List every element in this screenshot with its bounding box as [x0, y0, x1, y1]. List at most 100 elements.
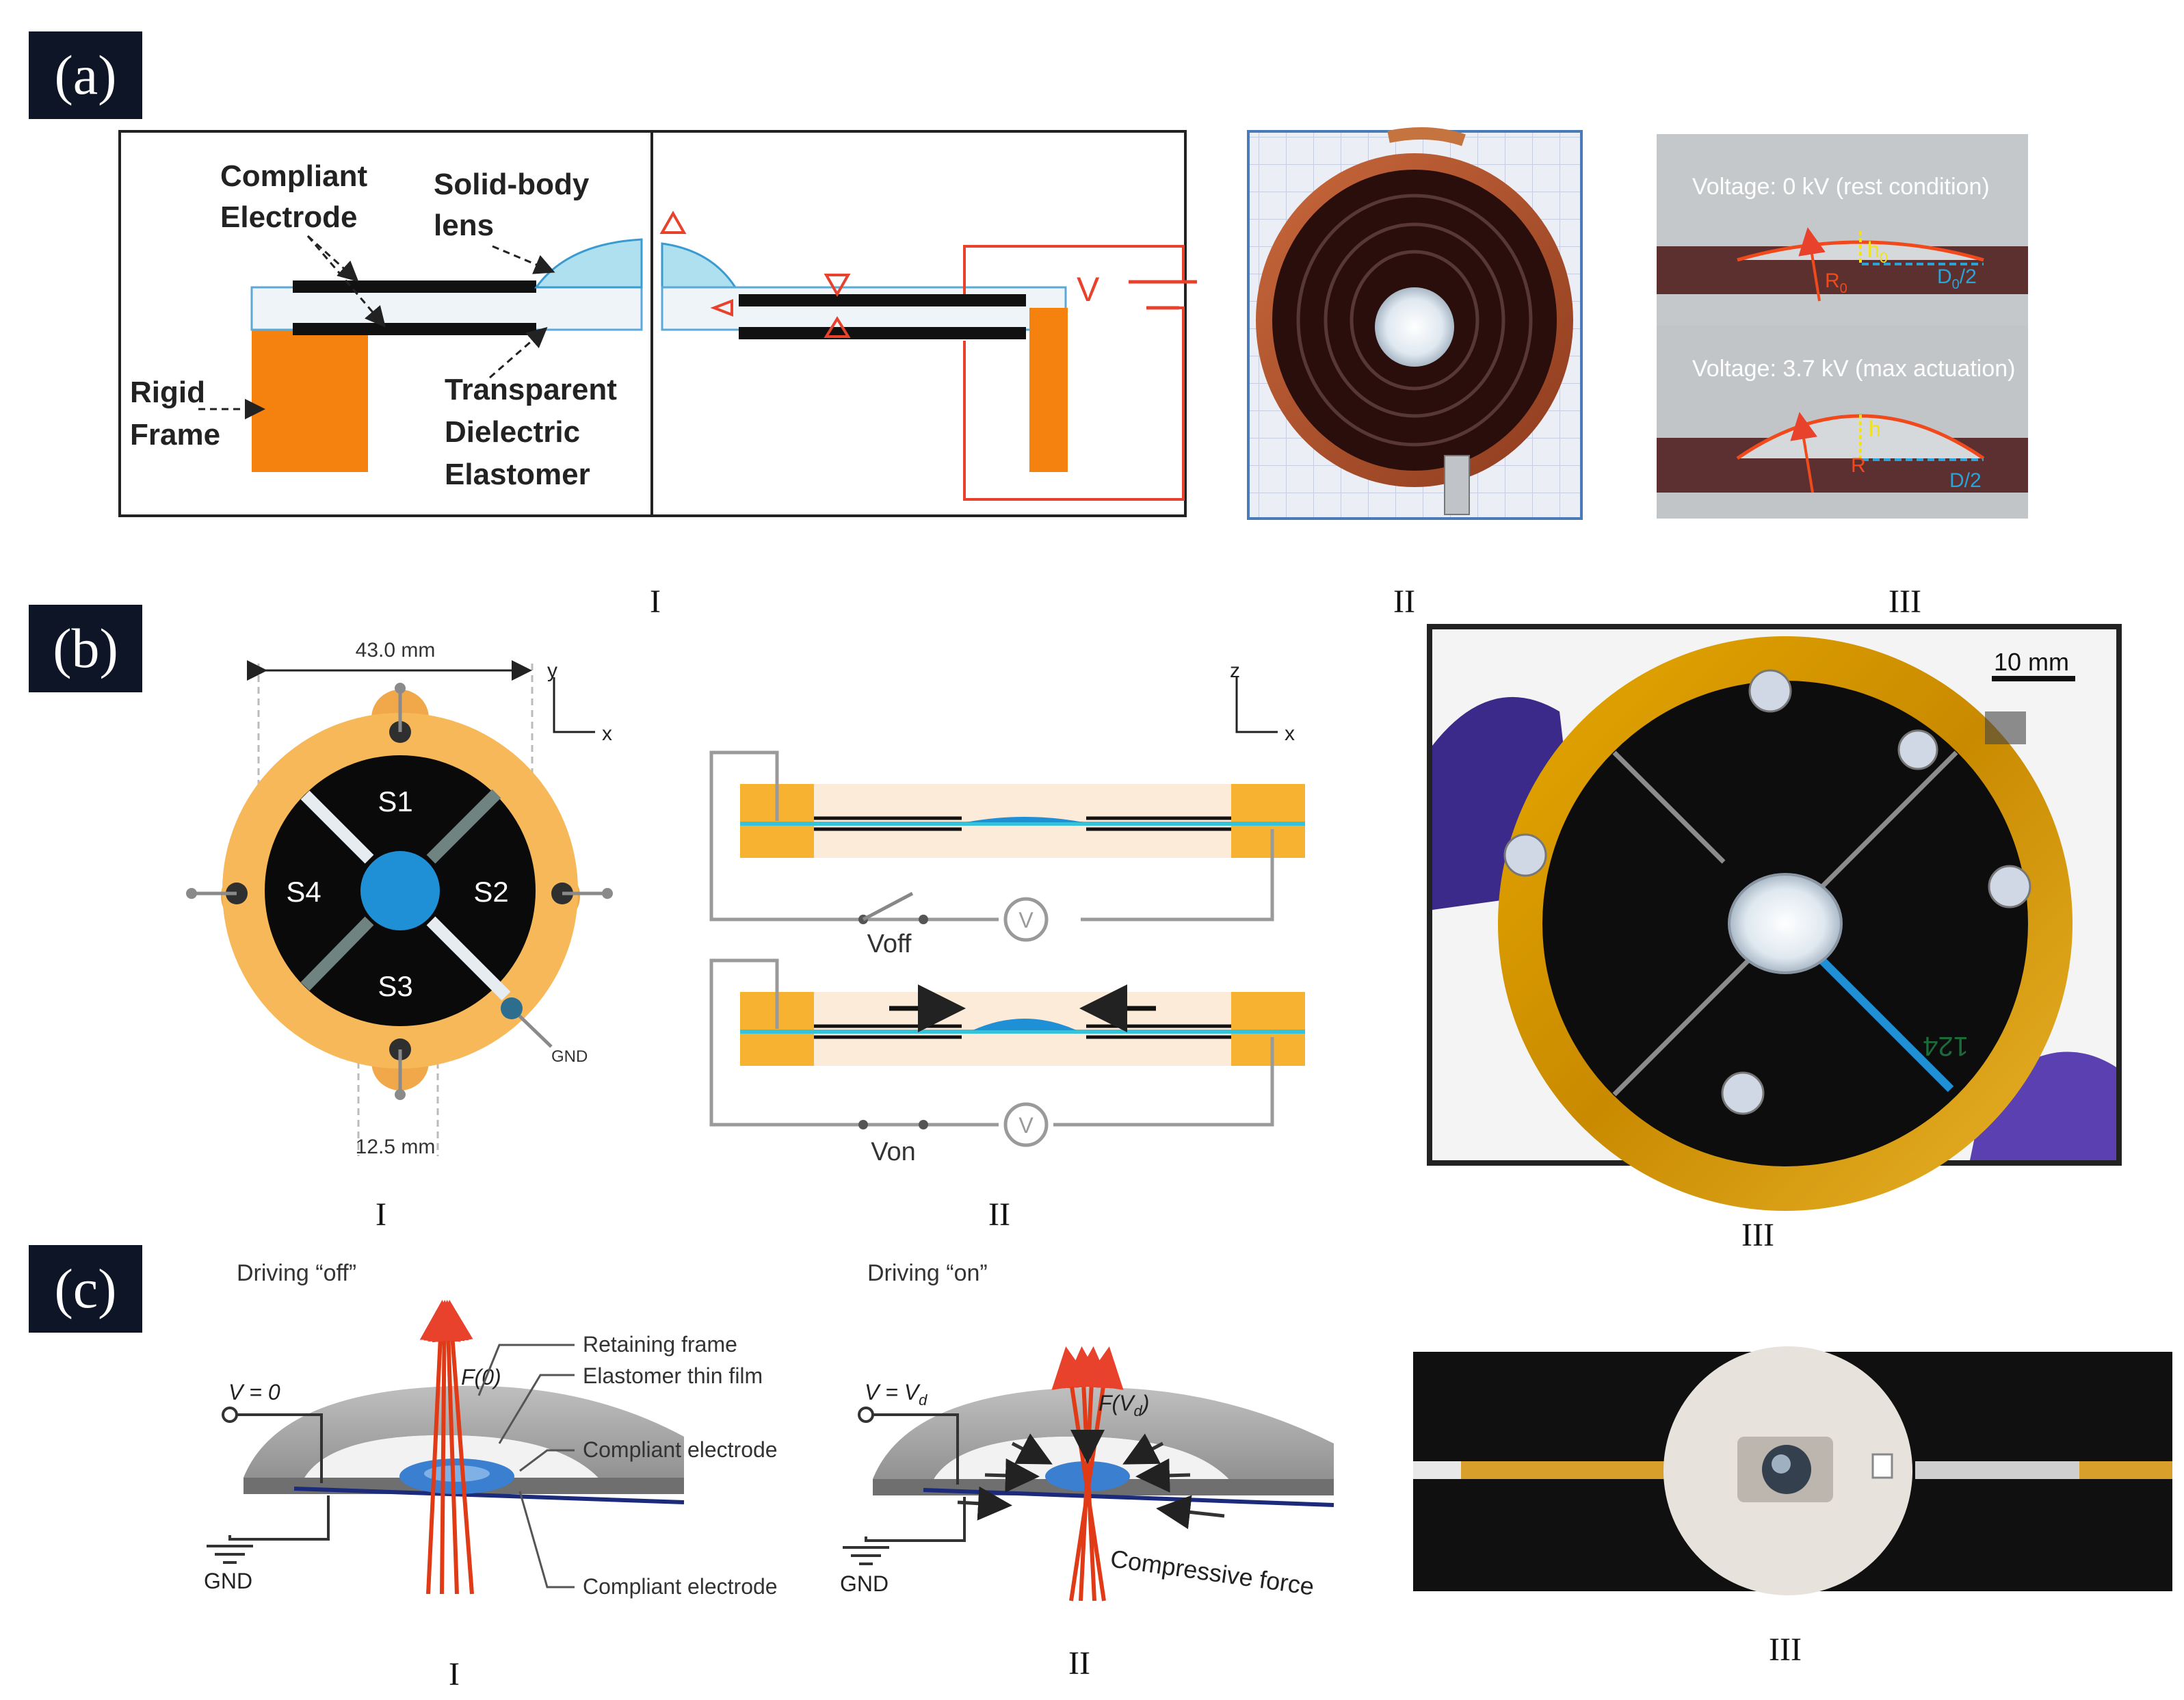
lens-center: [1375, 287, 1454, 367]
panel-c-label-3: III: [1769, 1632, 1802, 1668]
on-title: Driving “on”: [867, 1260, 988, 1286]
off-ground-symbol: [207, 1545, 253, 1564]
off-electrode-strip: [293, 1487, 685, 1504]
off-frame-right: [1231, 784, 1305, 858]
lead-tips: [186, 683, 613, 1100]
on-pin-1: [858, 1120, 868, 1129]
r-label: R: [1851, 454, 1866, 477]
on-gnd-label: GND: [840, 1571, 889, 1596]
panel-b-tag: (b): [29, 605, 142, 692]
scale-bar: [1992, 676, 2075, 681]
sector-s3: S3: [378, 970, 412, 1002]
sector-s2: S2: [473, 876, 508, 908]
panel-a-schematic: V Compliant Electrode Solid-body lens Ri…: [118, 130, 1197, 517]
panel-a-label-1: I: [650, 584, 661, 620]
on-meter-label: V: [1018, 1113, 1034, 1138]
lens-reflection: [1772, 1454, 1791, 1474]
panel-a-label-2: II: [1393, 584, 1415, 620]
on-supply-wire: [866, 1413, 959, 1485]
lens-left: [534, 238, 643, 289]
sector-gaps-white: [300, 790, 511, 1001]
off-title: Driving “off”: [237, 1260, 356, 1286]
rigid-frame-right: [1029, 308, 1068, 472]
lead-wires: [194, 691, 605, 1092]
scale-bar-label: 10 mm: [1994, 648, 2069, 676]
panel-a-profile: Voltage: 0 kV (rest condition) Voltage: …: [1657, 134, 2028, 519]
on-force-label: F(Vd): [1098, 1391, 1149, 1420]
central-lens: [360, 851, 440, 930]
panel-b-label-2: II: [988, 1196, 1010, 1233]
metal-tab-bottom: [1444, 455, 1470, 515]
xy-axis-icon: [553, 677, 595, 733]
d0-label: D0/2: [1937, 265, 1977, 292]
width-dim-label: 43.0 mm: [356, 639, 436, 662]
mount-holes: [226, 721, 573, 1060]
screws: [1503, 669, 2031, 1115]
r0-arrow: [1798, 227, 1826, 302]
force-marker-down: [824, 274, 851, 298]
panel-c-off: Driving “off” F(0) V = 0 GND Retaining f…: [204, 1260, 778, 1599]
elastomer-film-label: Elastomer thin film: [583, 1363, 763, 1388]
off-leader-lines: [477, 1344, 575, 1588]
gnd-label: GND: [551, 1047, 588, 1066]
on-light-rays: [1051, 1346, 1124, 1601]
voltage-label: V: [1077, 270, 1100, 309]
left-ribbon-tip: [1413, 1461, 1461, 1479]
retaining-frame-label: Retaining frame: [583, 1332, 737, 1357]
von-label: Von: [871, 1138, 916, 1166]
label-compliant-electrode: Compliant Electrode: [220, 159, 376, 234]
panel-b-photo: 124 10 mm: [1427, 624, 2122, 1211]
electrode-bottom-left: [293, 323, 536, 335]
label-dielectric: Transparent Dielectric Elastomer: [445, 373, 625, 491]
r0-label: R0: [1825, 270, 1847, 296]
connector-tab: [1871, 1453, 1893, 1479]
force-marker-side: [710, 299, 733, 317]
brush-strokes: [1296, 194, 1533, 447]
electrode-bottom-right: [739, 327, 1026, 339]
sector-gaps-gray: [300, 789, 501, 991]
marking: 124: [1923, 1031, 1969, 1061]
panel-c-tag: (c): [29, 1245, 142, 1333]
label-solid-body-lens: Solid-body lens: [434, 168, 598, 242]
xz-axis-icon: [1235, 677, 1278, 733]
on-ground-wire: [865, 1497, 966, 1542]
off-frame-top: [244, 1385, 684, 1485]
sector-s1: S1: [378, 785, 412, 818]
off-force-label: F(0): [461, 1365, 501, 1389]
off-voltage-label: V = 0: [228, 1380, 280, 1404]
on-meter: [1003, 1102, 1049, 1147]
panel-b-label-3: III: [1741, 1217, 1774, 1253]
off-lens: [966, 817, 1083, 822]
electrode-top-right: [739, 294, 1026, 306]
h0-label: h0: [1867, 237, 1888, 266]
panel-c-label-1: I: [449, 1656, 460, 1692]
panel-b-top-view: 43.0 mm 12.5 mm S1 S2 S3 S4 GND: [186, 639, 613, 1158]
panel-a-tag: (a): [29, 31, 142, 119]
profile-rest-bg: [1657, 134, 2028, 326]
lens-photo: [1728, 873, 1843, 974]
compressive-force-label: Compressive force: [1109, 1544, 1316, 1600]
h-label: h: [1869, 417, 1881, 441]
max-caption: Voltage: 3.7 kV (max actuation): [1692, 356, 2015, 382]
panel-c-on: Driving “on” F(Vd) V = Vd GND: [840, 1260, 1334, 1601]
axis-y-label: y: [547, 659, 557, 682]
panel-c-photo: [1413, 1346, 2172, 1595]
sector-s4: S4: [286, 876, 321, 908]
force-marker-up2: [824, 316, 851, 338]
compliant-electrode-bottom-label: Compliant electrode: [583, 1574, 778, 1599]
off-circuit: [709, 750, 1274, 921]
panel-b-side-view: z x V Voff V Von: [709, 659, 1305, 1166]
panel-b-label-1: I: [376, 1196, 386, 1233]
right-ribbon-metal: [1915, 1461, 2079, 1479]
axis-x2-label: x: [1285, 722, 1295, 745]
off-meter: [1003, 897, 1049, 942]
electrode-top-left: [293, 280, 536, 293]
off-supply-terminal: [222, 1407, 238, 1423]
gnd-pad: [501, 997, 523, 1019]
r-arrow: [1790, 412, 1817, 493]
on-lens: [973, 1019, 1077, 1030]
off-ground-wire: [228, 1495, 330, 1541]
copper-tab-top: [1387, 127, 1466, 146]
off-lens-highlight: [424, 1465, 490, 1482]
on-supply-terminal: [858, 1407, 874, 1423]
